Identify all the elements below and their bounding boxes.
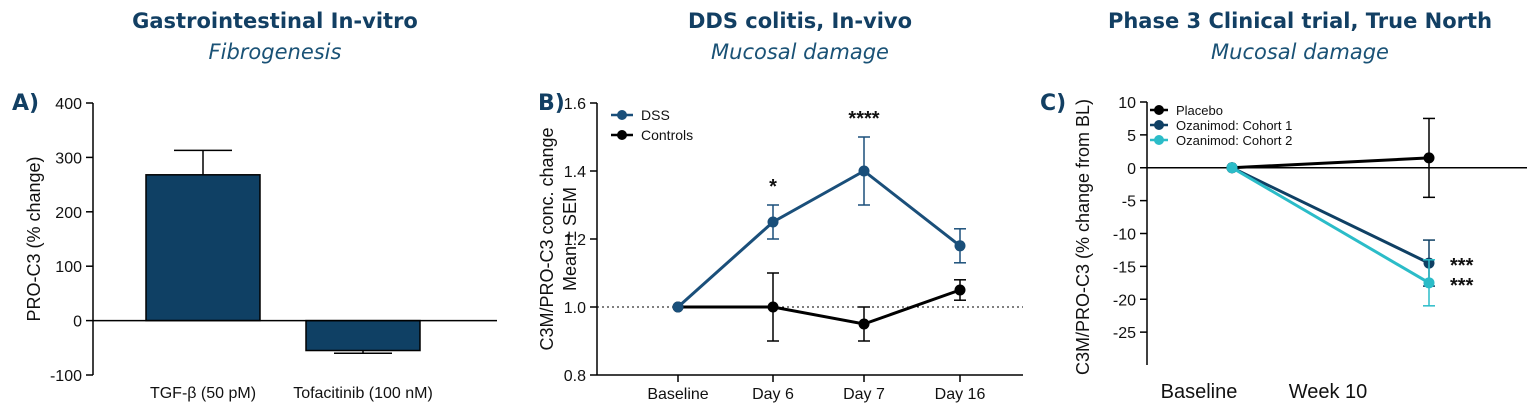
panel-b-x-tick-label: Day 16 [935, 386, 986, 403]
panel-b-y-axis-label-line1: C3M/PRO-C3 conc. change [537, 127, 557, 350]
panel-c-data-point [1226, 162, 1238, 174]
panel-b-data-point [767, 301, 779, 313]
panel-b-legend-label: DSS [641, 107, 670, 123]
panel-c-series-line [1231, 156, 1430, 170]
panel-b-y-tick-label: 1.6 [564, 96, 586, 113]
panel-a-y-tick-label: 0 [73, 314, 82, 331]
panel-c-y-tick-label: 0 [1127, 161, 1136, 178]
panel-c-significance-label: *** [1450, 275, 1474, 297]
panel-b-label: B) [538, 91, 565, 116]
panel-c-legend-marker [1154, 120, 1164, 130]
panel-c-legend-label: Ozanimod: Cohort 1 [1176, 118, 1292, 133]
panel-c-data-point [1423, 277, 1435, 289]
panel-b-series-line [678, 288, 961, 326]
panel-a-y-axis-label: PRO-C3 (% change) [24, 156, 44, 321]
panel-b-data-point [858, 318, 870, 330]
panel-c-y-tick-label: -25 [1113, 325, 1136, 342]
panel-c-series-line [1231, 166, 1430, 265]
panel-c-y-tick-label: -10 [1113, 227, 1136, 244]
panel-b-y-tick-label: 1.2 [564, 232, 586, 249]
panel-c-series-line [1231, 166, 1430, 285]
panel-a-bar [305, 319, 421, 352]
panel-c-subtitle: Mucosal damage [1211, 40, 1389, 64]
panel-c-x-tick-label: Week 10 [1289, 381, 1368, 403]
panel-b-legend-marker [617, 130, 627, 140]
panel-c-label: C) [1040, 91, 1066, 116]
panel-a-subtitle: Fibrogenesis [208, 40, 342, 64]
panel-a-x-tick-label: Tofacitinib (100 nM) [293, 385, 433, 402]
panel-b-significance-label: **** [848, 108, 879, 130]
panel-b-subtitle: Mucosal damage [711, 40, 889, 64]
panel-b-legend-label: Controls [641, 127, 693, 143]
panel-a-label: A) [12, 91, 39, 116]
panel-a-bar [145, 174, 261, 322]
panel-b-legend-marker [617, 110, 627, 120]
panel-a-x-tick-label: TGF-β (50 pM) [150, 385, 256, 402]
panel-c-x-tick-label: Baseline [1161, 381, 1238, 403]
panel-c-y-axis-label: C3M/PRO-C3 (% change from BL) [1073, 99, 1093, 375]
panel-a-y-tick-label: 400 [55, 96, 82, 113]
panel-b-title: DDS colitis, In-vivo [687, 9, 913, 33]
panel-c-title: Phase 3 Clinical trial, True North [1107, 9, 1493, 33]
panel-c-legend-label: Ozanimod: Cohort 2 [1176, 133, 1292, 148]
panel-b-significance-label: * [769, 176, 777, 198]
panel-c-significance-label: *** [1450, 255, 1474, 277]
panel-c-y-tick-label: -15 [1113, 259, 1136, 276]
panel-c-legend-marker [1154, 105, 1164, 115]
panel-c-legend-marker [1154, 135, 1164, 145]
panel-b-y-axis-label-line2: Mean ± SEM [560, 187, 580, 291]
panel-b-x-tick-label: Day 7 [843, 386, 885, 403]
panel-b-x-tick-label: Day 6 [752, 386, 794, 403]
panel-b-y-tick-label: 0.8 [564, 368, 586, 385]
panel-b-y-tick-label: 1.4 [564, 164, 586, 181]
panel-b-data-point [672, 301, 684, 313]
panel-c-y-tick-label: -5 [1122, 194, 1136, 211]
panel-a-y-tick-label: 100 [55, 259, 82, 276]
panel-a-y-tick-label: 300 [55, 150, 82, 167]
panel-b-series-line [676, 169, 961, 309]
panel-b-data-point [954, 240, 966, 252]
panel-a-title: Gastrointestinal In-vitro [132, 9, 418, 33]
panel-b-data-point [954, 284, 966, 296]
panel-c-legend-label: Placebo [1176, 103, 1223, 118]
panel-c-y-tick-label: 5 [1127, 128, 1136, 145]
panel-a-y-tick-label: -100 [50, 368, 82, 385]
panel-c-data-point [1423, 152, 1435, 164]
panel-b-y-tick-label: 1.0 [564, 300, 586, 317]
panel-c-y-tick-label: 10 [1118, 95, 1136, 112]
panel-b-x-tick-label: Baseline [647, 386, 708, 403]
panel-a-y-tick-label: 200 [55, 205, 82, 222]
panel-b-data-point [858, 165, 870, 177]
panel-c-y-tick-label: -20 [1113, 292, 1136, 309]
panel-b-data-point [767, 216, 779, 228]
